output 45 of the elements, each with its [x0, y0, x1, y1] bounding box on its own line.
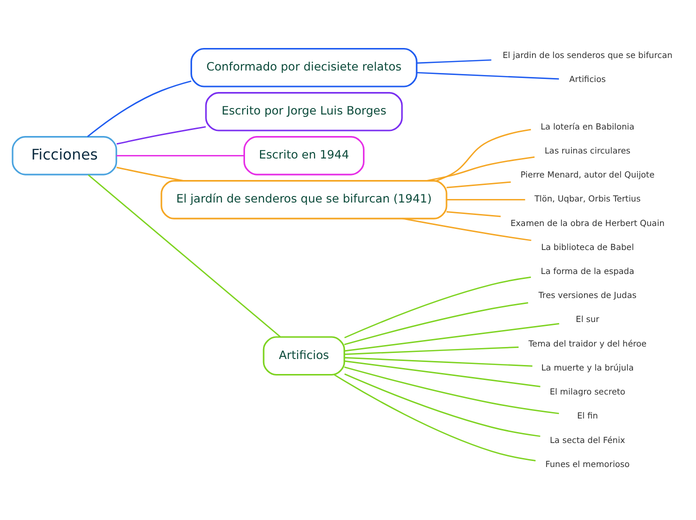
connector: [446, 210, 501, 217]
connector: [88, 174, 281, 337]
connector: [344, 322, 560, 352]
connector: [344, 360, 540, 387]
connector: [436, 128, 532, 181]
connector: [416, 58, 492, 64]
node-box: Escrito por Jorge Luis Borges: [205, 92, 403, 131]
connector: [344, 366, 560, 414]
connector: [344, 372, 540, 436]
connector: [344, 276, 531, 338]
node-box: Conformado por diecisiete relatos: [190, 47, 418, 87]
connector: [87, 80, 192, 137]
node-text: Artificios: [569, 74, 606, 84]
connector: [446, 180, 511, 188]
node-text: Tres versiones de Judas: [538, 290, 636, 300]
connector: [116, 166, 184, 181]
node-box: El jardín de senderos que se bifurcan (1941): [160, 180, 448, 219]
node-box: Ficciones: [12, 136, 118, 175]
node-text: La biblioteca de Babel: [541, 241, 634, 252]
node-text: Tema del traidor y del héroe: [528, 338, 647, 348]
node-text: La forma de la espada: [540, 266, 634, 276]
connector: [426, 156, 535, 181]
node-text: Tlön, Uqbar, Orbis Tertius: [534, 193, 641, 204]
connector: [344, 356, 532, 366]
node-text: Funes el memorioso: [545, 458, 630, 468]
connector: [402, 217, 532, 241]
node-text: El sur: [576, 314, 600, 324]
node-text: La lotería en Babilonia: [540, 120, 634, 131]
node-box: Artificios: [262, 336, 346, 376]
node-box: Escrito en 1944: [243, 136, 365, 175]
node-text: El jardin de los senderos que se bifurcan: [502, 50, 672, 60]
node-text: El milagro secreto: [550, 386, 626, 396]
node-text: El fin: [577, 410, 598, 420]
connector: [416, 71, 559, 80]
node-text: Pierre Menard, autor del Quijote: [520, 169, 655, 180]
node-text: Las ruinas circulares: [544, 144, 630, 155]
connector: [116, 126, 206, 144]
connector: [344, 346, 519, 354]
node-text: La secta del Fénix: [550, 434, 626, 444]
connector: [344, 302, 528, 345]
connector: [446, 198, 526, 200]
connector: [334, 374, 536, 461]
node-text: La muerte y la brújula: [541, 362, 634, 372]
connector: [116, 154, 244, 156]
node-text: Examen de la obra de Herbert Quain: [510, 217, 665, 228]
